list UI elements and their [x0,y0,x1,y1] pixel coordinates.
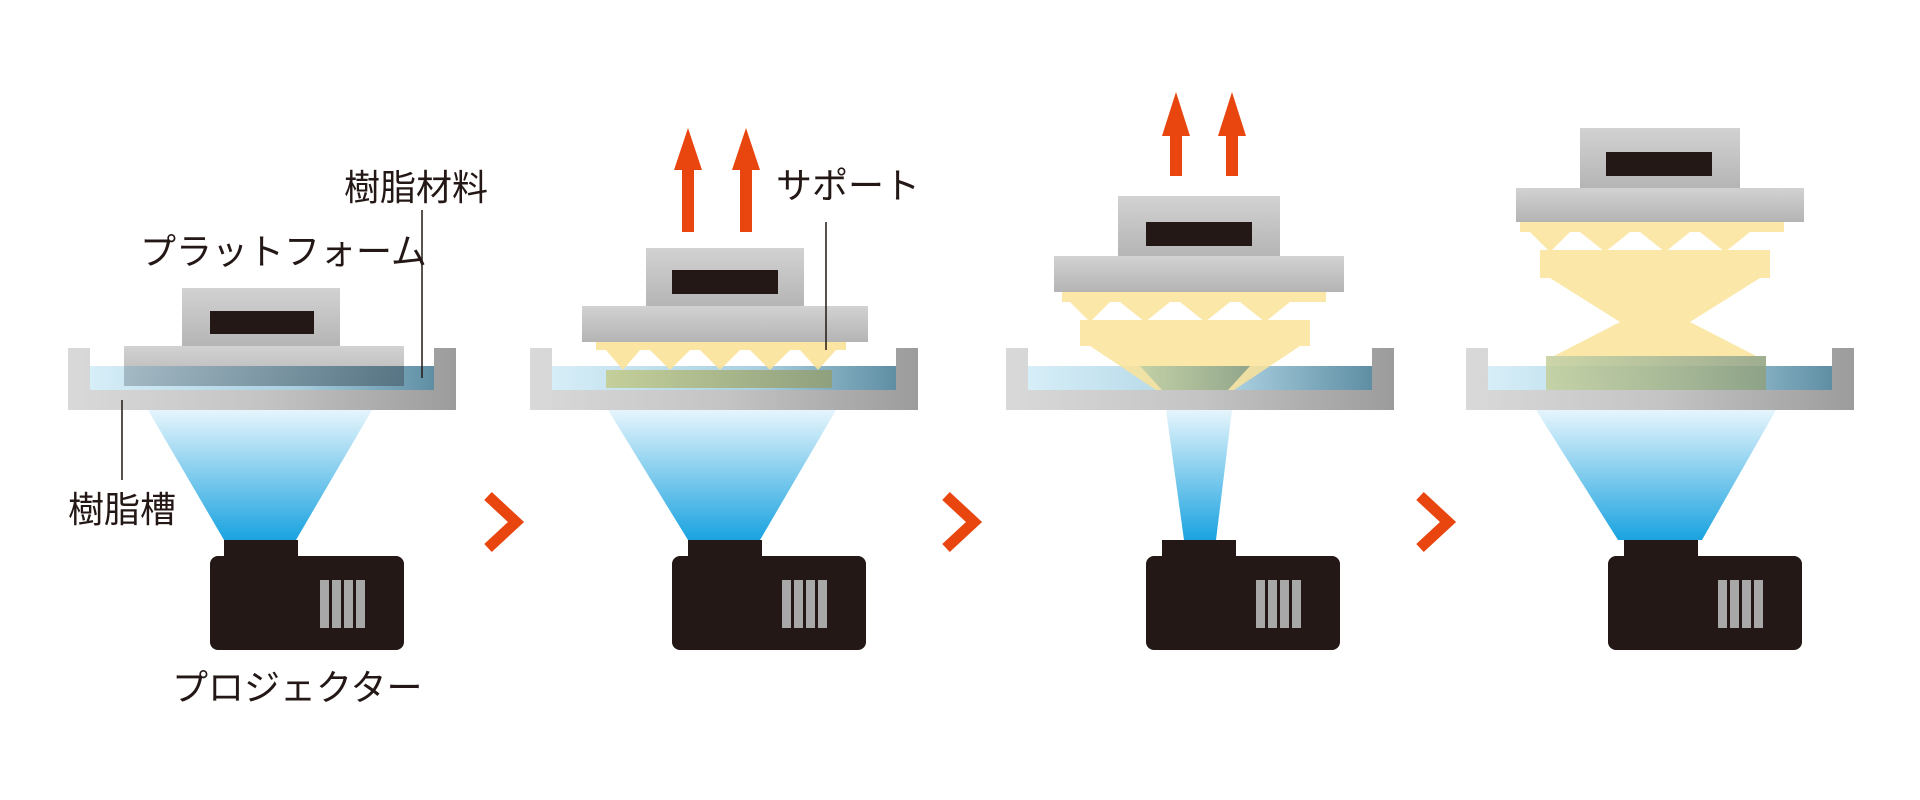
stage-3 [1006,92,1394,650]
projector [672,540,866,650]
build-platform [1054,196,1344,292]
light-beam [148,410,372,540]
label-platform: プラットフォーム [140,232,427,273]
build-platform [1516,128,1804,222]
light-beam [1166,410,1232,540]
vent-grille [1256,580,1301,628]
light-beam [1536,410,1776,540]
light-beam [608,410,836,540]
vent-grille [1718,580,1763,628]
label-resin-tank: 樹脂槽 [68,490,176,531]
support-structure [596,340,846,370]
projector [1146,540,1340,650]
vent-grille [320,580,365,628]
up-arrow-icon [732,128,760,232]
chevron-right-icon [942,491,983,553]
build-platform [582,248,868,342]
stage-1: 樹脂材料 プラットフォーム 樹脂槽 プロジェクター [68,168,488,709]
up-arrow-icon [674,128,702,232]
stage-4 [1466,128,1854,650]
cured-part [1062,290,1326,390]
up-arrow-icon [1218,92,1246,176]
stage-2: サポート [530,128,920,650]
label-resin-material: 樹脂材料 [344,168,488,209]
lift-arrows [674,128,760,232]
label-projector: プロジェクター [172,668,423,709]
build-platform [124,288,404,386]
cured-layer [606,370,832,388]
resin-tank [530,348,918,410]
cured-part [1520,220,1784,390]
up-arrow-icon [1162,92,1190,176]
vent-grille [782,580,827,628]
lift-arrows [1162,92,1246,176]
projector [210,540,404,650]
chevron-right-icon [484,491,525,553]
projector [1608,540,1802,650]
chevron-right-icon [1416,491,1457,553]
label-support: サポート [776,166,920,207]
